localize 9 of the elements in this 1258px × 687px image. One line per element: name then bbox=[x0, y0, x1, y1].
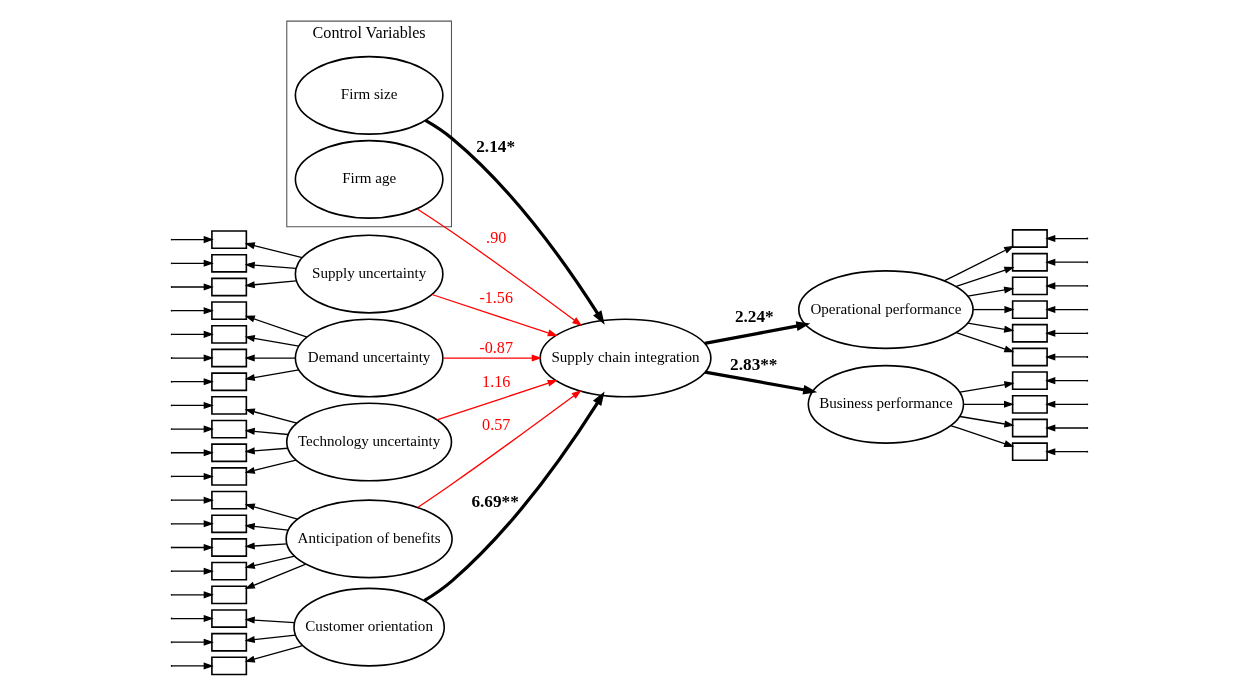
edge-label: 1.16 bbox=[481, 373, 510, 391]
edge-label: -0.87 bbox=[478, 338, 513, 356]
edge-label: 2.24* bbox=[734, 307, 774, 327]
edge-label: .90 bbox=[485, 228, 506, 246]
edge-label: 2.14* bbox=[475, 137, 515, 157]
edge-label: 2.83** bbox=[729, 354, 777, 374]
edge-label: 0.57 bbox=[481, 416, 510, 434]
edge-label: -1.56 bbox=[478, 289, 513, 307]
edge-label: 6.69** bbox=[470, 492, 519, 512]
